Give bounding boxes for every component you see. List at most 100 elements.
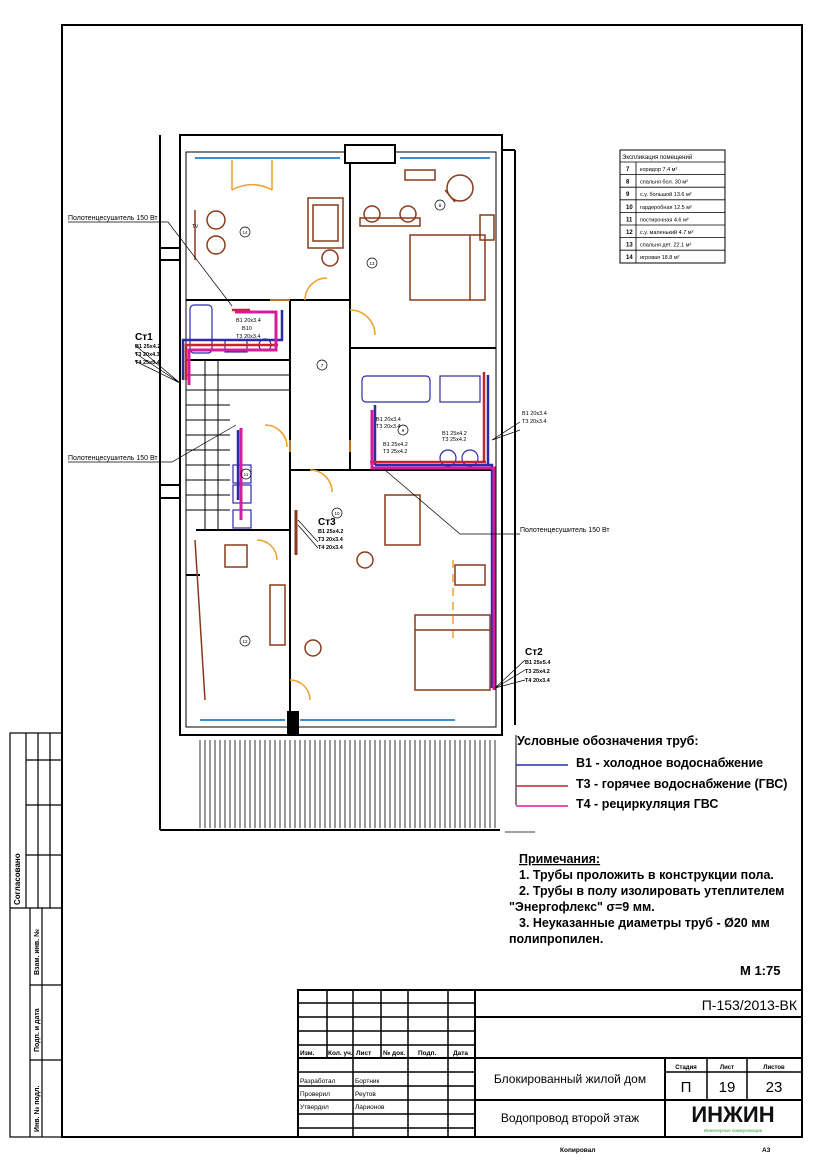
riser-2-t4: Т4 20х3.4 (525, 678, 551, 684)
stage-value: П (681, 1079, 692, 1096)
legend-title: Условные обозначения труб: (517, 734, 699, 748)
sheets-label: Листов (763, 1065, 785, 1071)
room-name: с.у. большой 13.6 м² (640, 191, 692, 198)
riser-1-t4: Т4 25х5.4 (135, 360, 161, 366)
room-mark: 10 (334, 511, 340, 516)
balcony-floor (199, 740, 496, 828)
room-name: спальня бол. 30 м² (640, 180, 688, 186)
document-code: П-153/2013-ВК (702, 997, 798, 1013)
riser-1-b1: В1 25х4.2 (135, 344, 160, 350)
sheets-value: 23 (766, 1079, 783, 1096)
windows (195, 157, 490, 721)
logo-subtitle: Инженерные коммуникации (704, 1128, 763, 1133)
note-line: "Энергофлекс" σ=9 мм. (509, 900, 655, 914)
room-mark-circle (239, 635, 251, 647)
notes: Примечания: 1. Трубы проложить в констру… (509, 852, 784, 978)
stamp-sign-date: Подп. и дата (34, 1008, 41, 1052)
room-name: спальня дет. 22.1 м² (640, 243, 691, 249)
tv-label: TV (192, 224, 199, 230)
pipe-t4-recirculation (187, 310, 496, 690)
riser-1-t3: Т3 20х4.3 (135, 352, 160, 358)
tb-header: Дата (453, 1050, 468, 1057)
legend-item-b1: В1 - холодное водоснабжение (576, 756, 763, 770)
room-name: игровая 18.8 м² (640, 255, 680, 261)
room-name: коридор 7.4 м² (640, 167, 677, 173)
room-mark-circle (366, 257, 378, 269)
tb-header: Кол. уч. (328, 1050, 353, 1057)
bath1-label: В1 20х3.4 (236, 318, 261, 324)
note-line: 3. Неуказанные диаметры труб - Ø20 мм (519, 916, 770, 930)
riser-3-name: Ст3 (318, 517, 336, 528)
room-mark: 12 (242, 639, 248, 644)
side-stamp (9, 732, 63, 1138)
sheet-title: Водопровод второй этаж (501, 1111, 639, 1125)
room-mark-circle (240, 468, 252, 480)
format-label: А3 (762, 1147, 771, 1154)
scale-label: М 1:75 (740, 963, 780, 978)
room-name: гардеробная 12.5 м² (640, 205, 692, 211)
riser-3-t4: Т4 20х3.4 (318, 545, 344, 551)
plan-labels: Полотенцесушитель 150 Вт Полотенцесушите… (68, 215, 610, 684)
bath2-label: Т3 25х4.2 (383, 449, 407, 455)
leader-lines (68, 221, 526, 689)
room-mark: 13 (369, 261, 375, 266)
room-mark: 9 (402, 428, 405, 433)
room-mark: 11 (244, 472, 249, 477)
tb-header: Подп. (418, 1050, 437, 1057)
stage-label: Стадия (675, 1065, 697, 1071)
bath2-label: В1 25х4.2 (383, 442, 408, 448)
stamp-inv-original: Инв. № подл. (33, 1085, 41, 1132)
towel-dryer-label-2: Полотенцесушитель 150 Вт (68, 455, 158, 462)
logo-text: ИНЖИН (691, 1102, 774, 1127)
bath2-label: В1 25х4.2 (442, 431, 467, 437)
tb-role: Утвердил (300, 1104, 329, 1111)
note-line: 2. Трубы в полу изолировать утеплителем (519, 884, 784, 898)
tb-header: Изм. (300, 1050, 315, 1057)
copied-label: Копировал (560, 1147, 595, 1154)
room-mark-circle (316, 359, 328, 371)
notes-title: Примечания: (519, 852, 600, 866)
bath2-label: Т3 20х3.4 (376, 424, 400, 430)
room-name: с.у. маленький 4.7 м² (640, 229, 694, 236)
sheet-value: 19 (719, 1079, 736, 1096)
tb-person: Ларионов (355, 1104, 385, 1111)
tb-person: Реутов (355, 1091, 376, 1098)
room-number: 9 (626, 192, 630, 198)
room-mark: 14 (242, 230, 248, 235)
bath2-label: В1 20х3.4 (376, 417, 401, 423)
room-number: 8 (626, 180, 630, 186)
bath1-label: Т3 20х3.4 (236, 334, 260, 340)
stamp-agreed: Согласовано (13, 853, 22, 905)
tb-role: Проверил (300, 1091, 330, 1098)
room-number: 14 (626, 255, 633, 261)
doors (231, 160, 454, 701)
title-block (297, 989, 803, 1138)
bath2-label: Т3 25х4.2 (442, 437, 466, 443)
pipe-t3-hot (184, 308, 486, 464)
riser-2-b1: В1 25х5.4 (525, 660, 551, 666)
stairs (186, 360, 290, 530)
room-number: 10 (626, 205, 633, 211)
rooms-table-title: Экспликация помещений (622, 154, 692, 161)
riser-2-t3: Т3 25х4.2 (525, 669, 550, 675)
sheet-label: Лист (720, 1065, 734, 1071)
riser-3-t3: Т3 20х3.4 (318, 537, 344, 543)
pipe-b1-cold (181, 310, 494, 688)
company-logo: ИНЖИН Инженерные коммуникации (691, 1102, 774, 1133)
towel-dryer-label-3: Полотенцесушитель 150 Вт (520, 527, 610, 534)
pipe-legend: Условные обозначения труб: В1 - холодное… (505, 734, 787, 833)
tb-header: № док. (383, 1050, 405, 1057)
towel-dryer-label-1: Полотенцесушитель 150 Вт (68, 215, 158, 222)
riser-1-name: Ст1 (135, 332, 153, 343)
room-number: 13 (626, 243, 633, 249)
room-number: 12 (626, 230, 633, 236)
riser-2-name: Ст2 (525, 647, 543, 658)
riser-right-label: В1 20х3.4 (522, 411, 547, 417)
room-mark-circle (434, 199, 446, 211)
legend-item-t4: Т4 - рециркуляция ГВС (576, 797, 718, 811)
tb-role: Разработал (300, 1077, 336, 1085)
bath1-label: В10 (242, 326, 252, 332)
